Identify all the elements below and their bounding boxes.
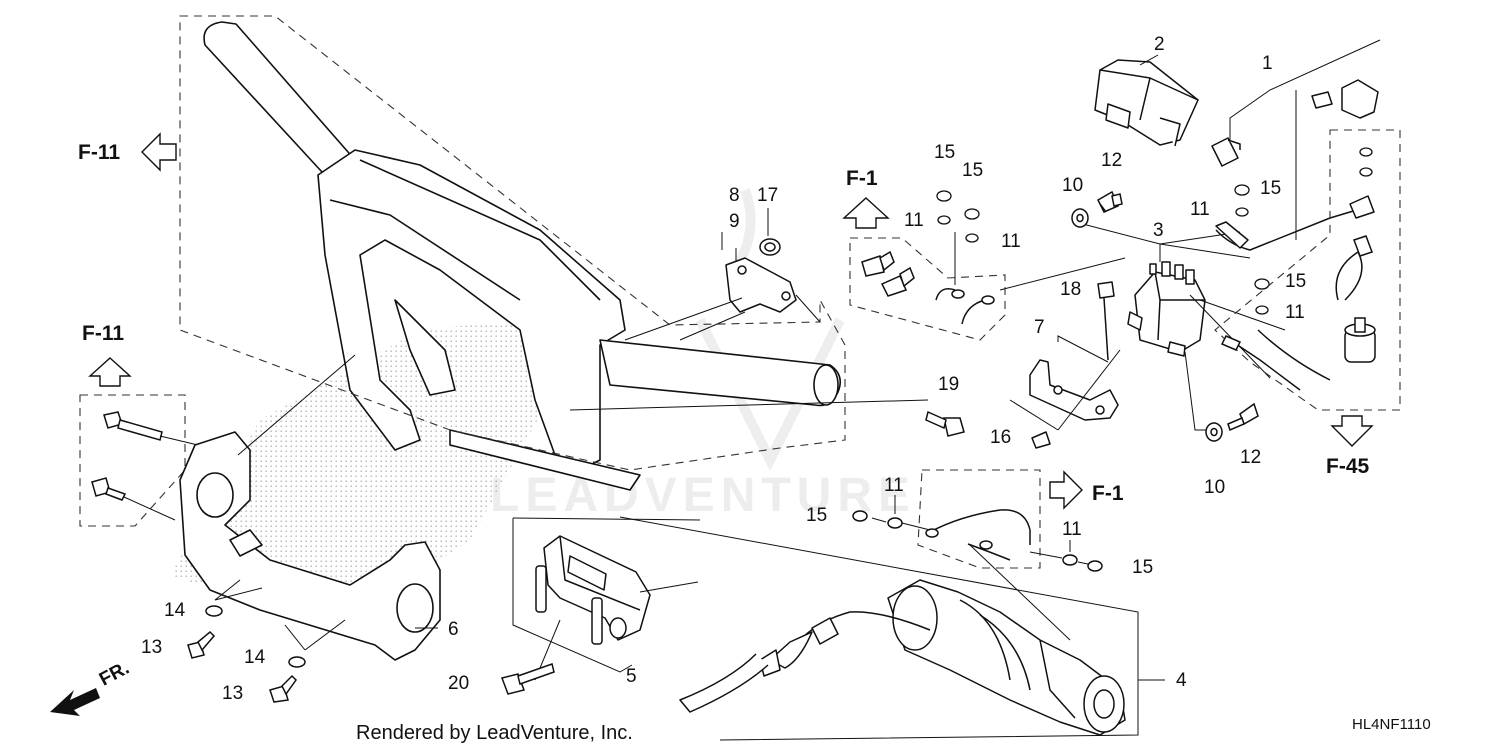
washers-bolts-13-14 [187, 605, 306, 703]
front-arrow [50, 688, 100, 716]
ref-f11-top: F-11 [78, 141, 121, 164]
part-label-5: 5 [626, 666, 637, 687]
arrow-f11-left [88, 357, 132, 387]
leader-lines-4 [619, 516, 1165, 741]
bolt-19 [569, 399, 965, 437]
part-label-2: 2 [1154, 34, 1165, 55]
part-label-15-f: 15 [1132, 557, 1154, 578]
part-label-7: 7 [1034, 317, 1045, 338]
bolt-group-left [79, 394, 241, 527]
part-label-13-b: 13 [222, 683, 244, 704]
relay-bracket-7 [1029, 281, 1119, 449]
ref-f11-left: F-11 [82, 322, 125, 345]
part-label-14-a: 14 [164, 600, 186, 621]
part-label-10-bottom: 10 [1204, 477, 1226, 498]
leader-lines-relay [1074, 221, 1286, 431]
part-label-11-e: 11 [884, 475, 904, 496]
frame-shading [170, 320, 560, 600]
part-label-16: 16 [990, 427, 1012, 448]
part-label-15-c: 15 [1260, 178, 1282, 199]
battery-cable-1 [1211, 79, 1379, 251]
bolt-20 [501, 663, 555, 695]
ref-f45: F-45 [1326, 455, 1370, 478]
arrow-f1-top [842, 197, 890, 229]
washer-bolt-10-12-top [1071, 190, 1123, 228]
part-label-4: 4 [1176, 670, 1187, 691]
part-label-20: 20 [448, 673, 470, 694]
part-label-18: 18 [1060, 279, 1082, 300]
cable-group-top [849, 232, 1126, 341]
arrow-f1-mid [1049, 470, 1083, 510]
ref-f1-mid: F-1 [1092, 482, 1124, 505]
leader-lines-plate [214, 354, 438, 651]
watermark-text: LEADVENTURE [490, 469, 917, 522]
part-label-12-bottom: 12 [1240, 447, 1262, 468]
small-nuts-washers [936, 147, 1373, 315]
part-label-14-b: 14 [244, 647, 266, 668]
winch-strap [679, 617, 839, 713]
solenoid-box [1214, 129, 1401, 411]
part-label-11-a: 11 [904, 210, 924, 231]
part-label-11-d: 11 [1285, 302, 1305, 323]
arrow-f11-top [141, 132, 177, 172]
relay-cover-2 [1094, 59, 1199, 147]
bracket-8-9 [725, 238, 797, 313]
leader-lines-bracket [624, 208, 821, 341]
part-label-17: 17 [757, 185, 779, 206]
part-label-15-e: 15 [806, 505, 828, 526]
part-label-13-a: 13 [141, 637, 163, 658]
part-label-11-b: 11 [1001, 231, 1021, 252]
part-label-8: 8 [729, 185, 740, 206]
ref-f1-top: F-1 [846, 167, 878, 190]
part-label-11-f: 11 [1062, 519, 1082, 540]
relay-3 [1127, 261, 1206, 357]
part-label-15-d: 15 [1285, 271, 1307, 292]
winch-4 [799, 579, 1126, 736]
mounting-plate [179, 431, 441, 661]
footer-credit: Rendered by LeadVenture, Inc. [356, 722, 633, 744]
part-label-3: 3 [1153, 220, 1164, 241]
leader-2 [1139, 54, 1159, 66]
part-label-1: 1 [1262, 53, 1273, 74]
part-label-9: 9 [729, 211, 740, 232]
bumper-frame [203, 21, 841, 491]
leader-lines-bracket-7 [1009, 335, 1121, 431]
winch-mount-5 [535, 535, 651, 645]
cable-group-mid [852, 469, 1103, 641]
part-label-10-top: 10 [1062, 175, 1084, 196]
arrow-f45 [1330, 415, 1374, 447]
frame-dashed-outline [179, 15, 846, 471]
part-label-11-c: 11 [1190, 199, 1210, 220]
part-label-12-top: 12 [1101, 150, 1123, 171]
diagram-code: HL4NF1110 [1352, 716, 1431, 733]
part-label-15-b: 15 [962, 160, 984, 181]
part-label-19: 19 [938, 374, 960, 395]
part-label-15-a: 15 [934, 142, 956, 163]
leader-lines-1 [1229, 39, 1381, 240]
watermark-logo [695, 188, 845, 472]
washer-bolt-10-12-bottom [1205, 402, 1259, 442]
part-label-6: 6 [448, 619, 459, 640]
